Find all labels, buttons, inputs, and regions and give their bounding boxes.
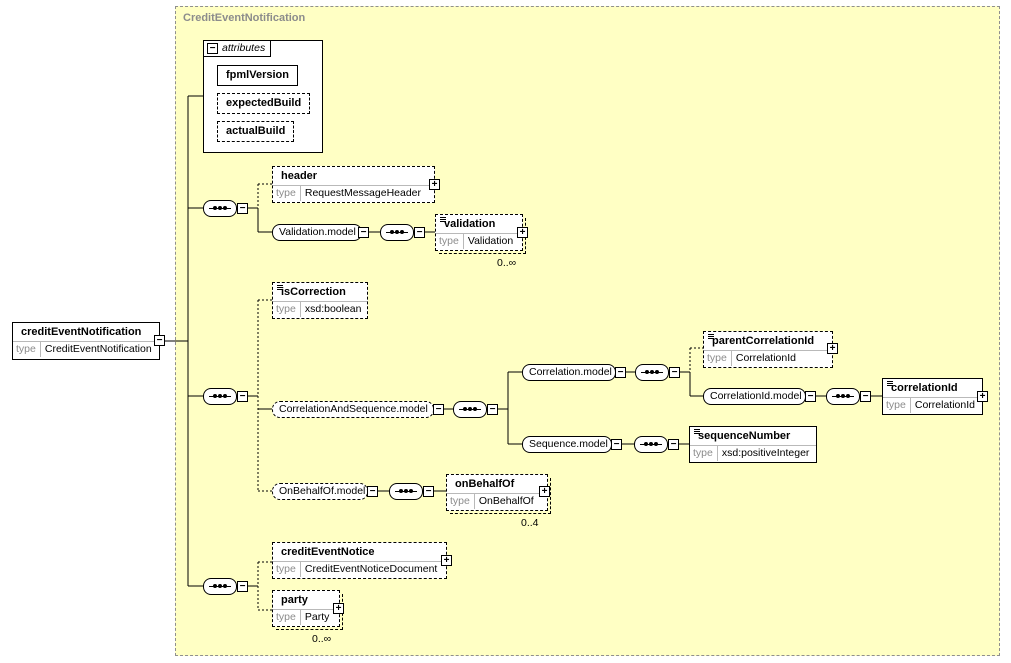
element-party-type: Party (304, 611, 330, 623)
parentcorrelationid-expand-icon[interactable]: + (827, 343, 838, 354)
group-validation-model[interactable]: Validation.model (272, 224, 362, 241)
attribute-actualbuild[interactable]: actualBuild (217, 121, 295, 142)
type-key: type (273, 186, 301, 201)
sequence-compositor-correlationid[interactable] (826, 388, 860, 405)
party-expand-icon[interactable]: + (333, 603, 344, 614)
element-parentcorrelationid-name: parentCorrelationId (712, 335, 815, 347)
validation-model-collapse-icon[interactable]: − (358, 227, 369, 238)
sequence-sequence-collapse-icon[interactable]: − (668, 439, 679, 450)
element-onbehalfof-type: OnBehalfOf (478, 495, 534, 507)
sequence-compositor-onbehalfof[interactable] (389, 483, 423, 500)
onbehalfof-expand-icon[interactable]: + (539, 486, 550, 497)
type-key: type (13, 342, 41, 357)
attributes-collapse-icon[interactable]: − (207, 43, 218, 54)
onbehalfof-model-collapse-icon[interactable]: − (367, 486, 378, 497)
element-correlationid-name: correlationId (891, 382, 958, 394)
root-element-type: CreditEventNotification (44, 343, 152, 355)
group-sequence-model[interactable]: Sequence.model (522, 436, 612, 453)
element-correlationid-type: CorrelationId (914, 399, 975, 411)
correlationandsequence-seq-collapse-icon[interactable]: − (487, 404, 498, 415)
element-sequencenumber-name: sequenceNumber (698, 430, 791, 442)
root-collapse-icon[interactable]: − (154, 335, 165, 346)
correlationandsequence-collapse-icon[interactable]: − (433, 404, 444, 415)
sequence-compositor-correlation[interactable] (635, 364, 669, 381)
sequence-3-collapse-icon[interactable]: − (237, 581, 248, 592)
sequence-compositor-1[interactable] (203, 200, 237, 217)
element-sequencenumber-type: xsd:positiveInteger (721, 447, 810, 459)
complex-type-title: CreditEventNotification (183, 12, 306, 24)
element-correlationid-lines-icon (887, 381, 893, 386)
sequence-compositor-sequence[interactable] (634, 436, 668, 453)
group-correlationandsequence-model[interactable]: CorrelationAndSequence.model (272, 401, 434, 418)
validation-occurrence: 0..∞ (497, 257, 517, 269)
element-parentcorrelationid-lines-icon (708, 334, 714, 339)
group-correlationid-model[interactable]: CorrelationId.model (703, 388, 806, 405)
correlationid-expand-icon[interactable]: + (977, 391, 988, 402)
sequence-compositor-2[interactable] (203, 388, 237, 405)
crediteventnotice-expand-icon[interactable]: + (441, 555, 452, 566)
type-key: type (883, 398, 911, 413)
correlation-sequence-collapse-icon[interactable]: − (669, 367, 680, 378)
correlation-model-collapse-icon[interactable]: − (615, 367, 626, 378)
sequence-compositor-validation[interactable] (380, 224, 414, 241)
correlationid-sequence-collapse-icon[interactable]: − (860, 391, 871, 402)
sequence-model-collapse-icon[interactable]: − (611, 439, 622, 450)
type-key: type (704, 351, 732, 366)
element-onbehalfof-name: onBehalfOf (455, 478, 515, 490)
element-crediteventnotice-name: creditEventNotice (281, 546, 375, 558)
element-iscorrection-lines-icon (277, 285, 283, 290)
validation-expand-icon[interactable]: + (517, 227, 528, 238)
attributes-tab[interactable]: attributes (203, 40, 271, 57)
sequence-1-collapse-icon[interactable]: − (237, 203, 248, 214)
party-occurrence: 0..∞ (312, 633, 332, 645)
element-header-name: header (281, 170, 318, 182)
element-iscorrection-name: isCorrection (281, 286, 346, 298)
element-iscorrection-type: xsd:boolean (304, 303, 362, 315)
sequence-compositor-correlationandsequence[interactable] (453, 401, 487, 418)
header-expand-icon[interactable]: + (429, 179, 440, 190)
type-key: type (436, 234, 464, 249)
root-element-name: creditEventNotification (21, 326, 142, 338)
correlationid-model-collapse-icon[interactable]: − (805, 391, 816, 402)
element-sequencenumber-lines-icon (694, 429, 700, 434)
element-validation-name: validation (444, 218, 496, 230)
sequence-compositor-3[interactable] (203, 578, 237, 595)
type-key: type (273, 610, 301, 625)
type-key: type (690, 446, 718, 461)
onbehalfof-occurrence: 0..4 (521, 517, 539, 529)
element-crediteventnotice-type: CreditEventNoticeDocument (304, 563, 438, 575)
element-validation-lines-icon (440, 217, 446, 222)
element-parentcorrelationid-type: CorrelationId (735, 352, 796, 364)
validation-sequence-collapse-icon[interactable]: − (414, 227, 425, 238)
type-key: type (447, 494, 475, 509)
sequence-2-collapse-icon[interactable]: − (237, 391, 248, 402)
group-correlation-model[interactable]: Correlation.model (522, 364, 616, 381)
type-key: type (273, 562, 301, 577)
element-party-name: party (281, 594, 308, 606)
attribute-expectedbuild[interactable]: expectedBuild (217, 93, 311, 114)
group-onbehalfof-model[interactable]: OnBehalfOf.model (272, 483, 368, 500)
element-header-type: RequestMessageHeader (304, 187, 422, 199)
type-key: type (273, 302, 301, 317)
attribute-fpmlversion[interactable]: fpmlVersion (217, 65, 298, 86)
onbehalfof-sequence-collapse-icon[interactable]: − (423, 486, 434, 497)
element-validation-type: Validation (467, 235, 514, 247)
